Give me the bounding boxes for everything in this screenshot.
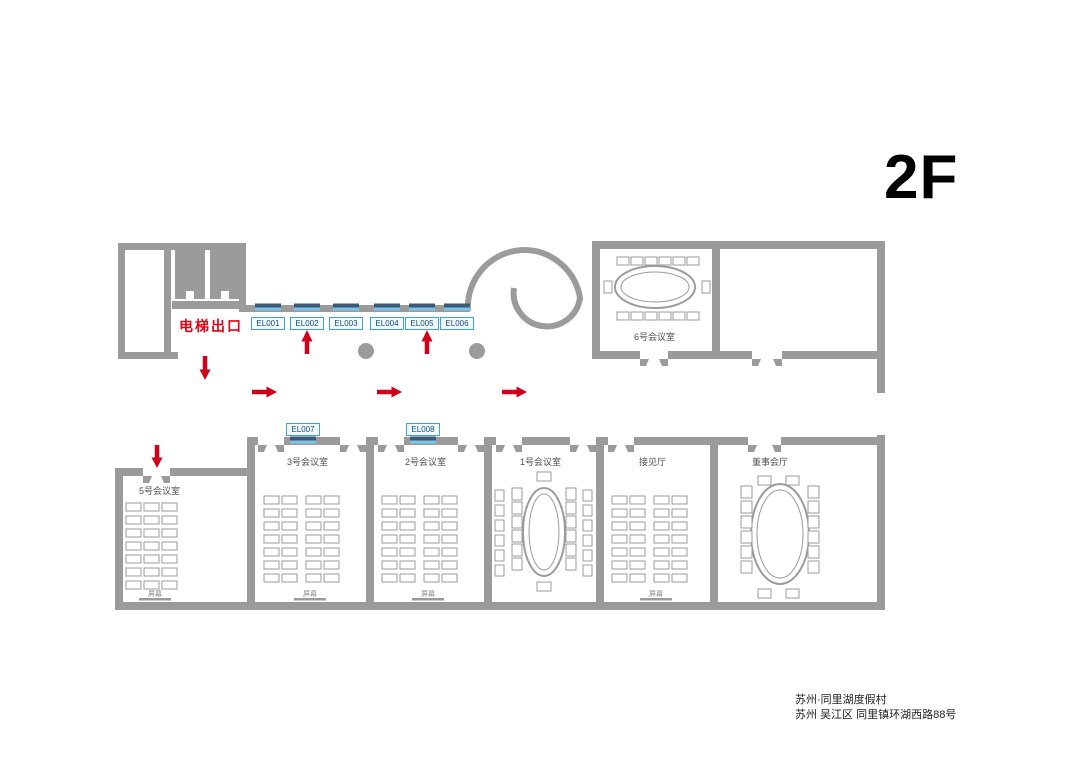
el-sign-el008: EL008 xyxy=(406,423,440,436)
screen-label: 屏幕 xyxy=(148,591,162,598)
wall-sign-ticks-layer xyxy=(255,303,470,444)
evacuation-arrows-layer xyxy=(151,330,527,468)
el-sign-el003: EL003 xyxy=(329,317,363,330)
el-sign-el001: EL001 xyxy=(251,317,285,330)
screen-label: 屏幕 xyxy=(303,591,317,598)
screen-label: 屏幕 xyxy=(649,591,663,598)
room-label-1: 1号会议室 xyxy=(520,457,562,467)
el-sign-el007: EL007 xyxy=(286,423,320,436)
room-label-boardroom: 董事会厅 xyxy=(752,457,789,467)
el-sign-el006: EL006 xyxy=(440,317,474,330)
room-label-reception: 接见厅 xyxy=(639,457,667,467)
furniture-layer xyxy=(125,256,820,599)
el-sign-el004: EL004 xyxy=(370,317,404,330)
footer-address: 苏州·同里湖度假村 苏州 吴江区 同里镇环湖西路88号 xyxy=(795,693,956,722)
columns-layer xyxy=(358,343,485,359)
el-sign-el005: EL005 xyxy=(405,317,439,330)
screen-bars-layer xyxy=(139,598,672,601)
door-marks-layer xyxy=(143,359,782,483)
floor-title: 2F xyxy=(884,143,959,212)
screen-label: 屏幕 xyxy=(421,591,435,598)
room-label-3: 3号会议室 xyxy=(287,457,329,467)
spiral-stair xyxy=(464,246,584,330)
room-label-5: 5号会议室 xyxy=(139,486,181,496)
room-label-2: 2号会议室 xyxy=(405,457,447,467)
footer-line2: 苏州 吴江区 同里镇环湖西路88号 xyxy=(795,708,957,721)
footer-line1: 苏州·同里湖度假村 xyxy=(795,694,887,706)
room-label-6: 6号会议室 xyxy=(634,332,676,342)
el-sign-el002: EL002 xyxy=(290,317,324,330)
elevator-exit-label: 电梯出口 xyxy=(179,318,243,334)
